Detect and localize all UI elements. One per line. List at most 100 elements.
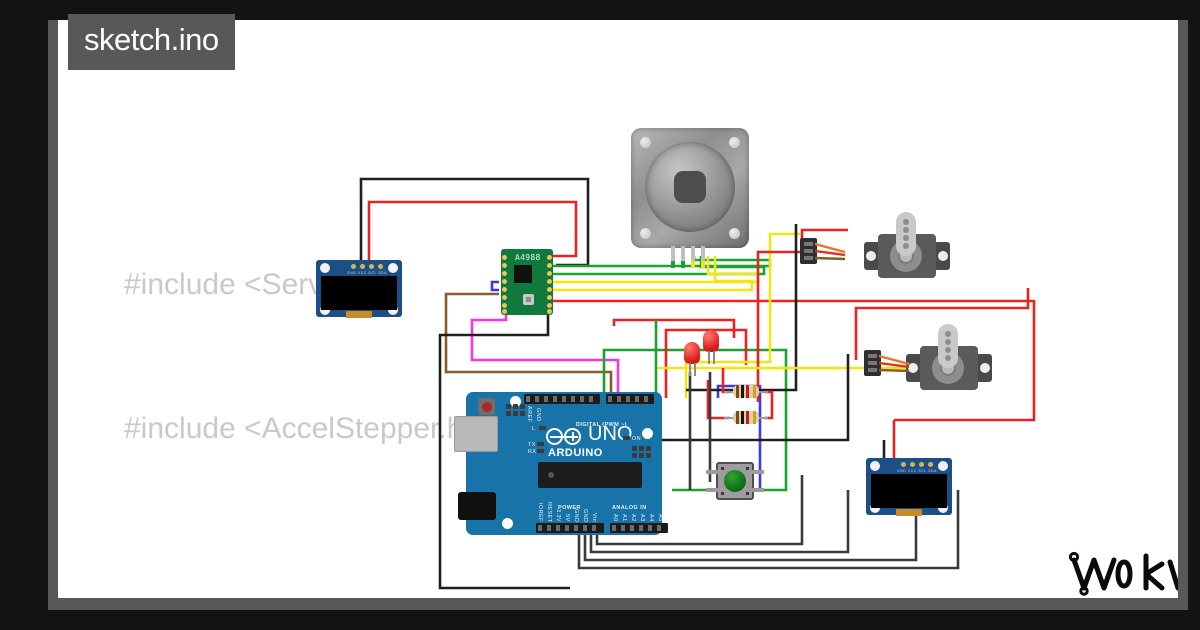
pin-label-aref: AREF [526,406,532,423]
wire-yellow [552,256,754,292]
motor-lead[interactable] [671,246,675,268]
button-lead[interactable] [752,470,764,474]
motor-lead[interactable] [681,246,685,268]
driver-pad[interactable] [547,263,552,268]
led-1[interactable] [684,342,700,376]
icsp-header[interactable] [632,446,651,458]
driver-pad[interactable] [547,295,552,300]
servo-motor-1[interactable] [864,212,950,278]
led-anode[interactable] [689,363,691,376]
oled-pin-labels: GND VCC SCL SDA [347,271,387,275]
digital-header-left[interactable] [524,394,600,404]
motor-lead[interactable] [691,246,695,268]
servo-horn[interactable] [896,212,916,256]
a4988-label: A4988 [515,253,541,262]
led-label-on: ON [632,436,642,442]
servo-connector-2[interactable] [864,350,924,380]
pushbutton[interactable] [706,462,764,500]
mount-hole [642,428,653,439]
brand-name: ARDUINO [548,447,603,459]
wire-black [583,490,918,562]
button-cap[interactable] [724,470,746,492]
led-cathode[interactable] [713,351,715,364]
oled-display-2[interactable]: GND VCC SCL SDA [866,458,952,516]
servo-motor-2[interactable] [906,324,992,390]
file-tab[interactable]: sketch.ino [68,14,235,70]
status-led-rx [537,449,544,453]
led-bulb [703,330,719,352]
driver-pad[interactable] [502,287,507,292]
reset-button[interactable] [478,398,495,415]
motor-screw [640,137,651,148]
button-pin [721,467,724,470]
oled-connector-tab [346,311,372,318]
button-lead[interactable] [752,488,764,492]
button-pin [746,467,749,470]
arduino-uno-board[interactable]: AREF GND DIGITAL (PWM ~) UNO ARDUINO L T… [454,392,668,535]
servo-3pin-connector[interactable] [800,238,817,264]
mount-hole [388,305,398,315]
wire-red [706,380,730,420]
digital-header-right[interactable] [606,394,654,404]
pin-label-a0: A0 [612,514,618,522]
icsp2-header[interactable] [506,404,525,416]
motor-screw [640,228,651,239]
resistor-1[interactable] [724,385,768,398]
driver-pad[interactable] [502,255,507,260]
driver-pad[interactable] [547,279,552,284]
motor-lead[interactable] [701,246,705,268]
driver-pad[interactable] [502,279,507,284]
servo-wire-orange [879,354,910,366]
driver-pad[interactable] [547,271,552,276]
led-anode[interactable] [708,351,710,364]
led-cathode[interactable] [694,363,696,376]
driver-pad[interactable] [502,303,507,308]
mount-hole [320,305,330,315]
servo-3pin-connector[interactable] [864,350,881,376]
wire-yellow [684,232,800,398]
board-name: UNO [588,423,633,445]
mount-hole [510,396,521,407]
button-lead[interactable] [706,470,718,474]
wire-layer [359,177,1036,590]
driver-pad[interactable] [547,287,552,292]
band-red [746,385,749,398]
wire-red [612,318,736,338]
analog-header[interactable] [610,523,668,533]
driver-pad[interactable] [502,263,507,268]
button-lead[interactable] [706,488,718,492]
wire-magenta [470,311,620,398]
driver-pad[interactable] [547,303,552,308]
oled-pin-row[interactable] [901,462,933,467]
power-jack[interactable] [458,492,496,520]
stepper-motor[interactable] [631,128,749,268]
led-label-tx: TX [528,442,536,448]
led-bulb [684,342,700,364]
servo-connector-1[interactable] [800,238,860,268]
driver-pad[interactable] [502,309,507,314]
mount-hole [870,461,880,471]
power-header[interactable] [536,523,604,533]
led-2[interactable] [703,330,719,364]
driver-pad[interactable] [502,271,507,276]
pin-label-a5: A5 [657,514,663,522]
motor-shaft [674,171,706,203]
oled-pin-row[interactable] [351,264,383,269]
status-led-l [539,426,546,430]
a4988-stepper-driver[interactable]: A4988 [501,249,553,315]
driver-pad[interactable] [502,295,507,300]
wire-red [764,390,774,420]
servo-horn[interactable] [938,324,958,368]
driver-pad[interactable] [547,255,552,260]
resistor-2[interactable] [724,411,768,424]
wire-black [658,354,850,442]
driver-pad[interactable] [547,309,552,314]
oled-display-1[interactable]: GND VCC SCL SDA [316,260,402,318]
diagram-canvas[interactable]: #include <Servo.h> #include <AccelSteppe… [58,20,1178,598]
usb-port[interactable] [454,416,498,452]
current-trimpot[interactable] [523,294,534,305]
resistor-body [733,385,759,398]
servo-wire-brown [815,256,846,261]
mount-hole [938,461,948,471]
band-gold [753,411,756,424]
